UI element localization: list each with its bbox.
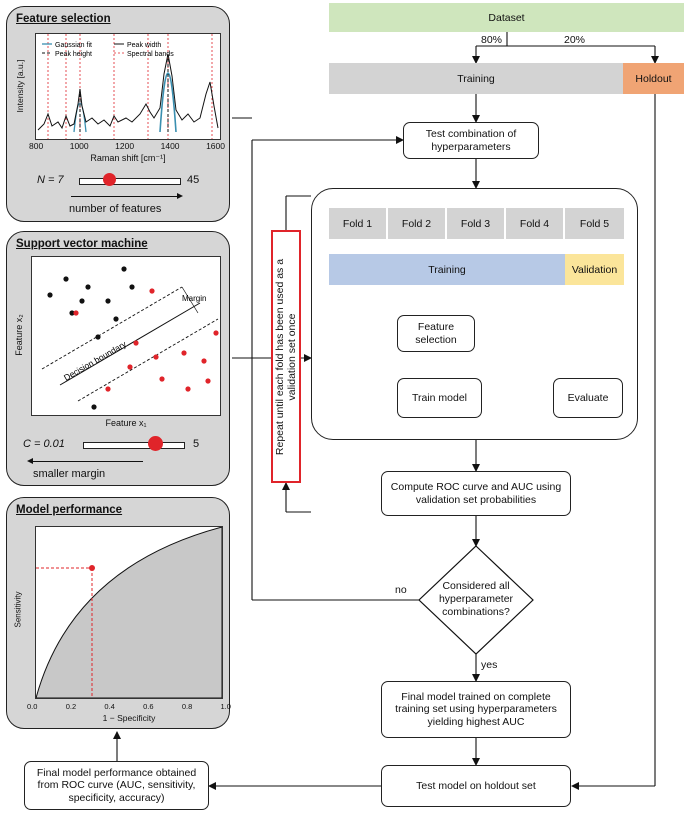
n-slider-track[interactable] — [79, 178, 181, 185]
svm-xlabel: Feature x₁ — [105, 418, 147, 428]
spectrum-plot: Gaussian fit Peak height Peak width Spec… — [35, 33, 221, 140]
svm-chart: Margin Decision boundary — [41, 266, 219, 410]
xtick: 0.2 — [65, 702, 77, 711]
roc-xlabel: 1 − Specificity — [102, 713, 156, 723]
feature-selection-panel: Feature selection Gaussian fit Peak heig… — [6, 6, 230, 222]
test-combination-box: Test combination of hyperparameters — [403, 122, 539, 159]
fold-3: Fold 3 — [447, 208, 505, 239]
n-slider-caption: number of features — [69, 203, 162, 215]
n-slider-arrow — [71, 196, 181, 197]
xtick: 1600 — [206, 141, 225, 151]
cv-validation-bar: Validation — [565, 254, 624, 285]
xtick: 1.0 — [220, 702, 231, 711]
fold-4: Fold 4 — [506, 208, 564, 239]
spectrum-xticks: 800 1000 1200 1400 1600 — [29, 141, 225, 151]
final-model-box: Final model trained on complete training… — [381, 681, 571, 738]
xtick: 800 — [29, 141, 44, 151]
c-slider-max: 5 — [193, 438, 200, 450]
xtick: 1200 — [115, 141, 135, 151]
holdout-bar: Holdout — [623, 63, 684, 94]
feature-selection-title: Feature selection — [16, 13, 111, 25]
xtick: 0.8 — [181, 702, 193, 711]
operating-point — [89, 565, 95, 571]
evaluate-box: Evaluate — [553, 378, 623, 418]
arrow-head-icon — [27, 458, 33, 464]
margin-label: Margin — [182, 294, 206, 303]
repeat-note-box: Repeat until each fold has been used as … — [271, 230, 301, 483]
fold-1: Fold 1 — [329, 208, 387, 239]
c-slider-label: C = 0.01 — [23, 438, 65, 450]
xtick: 0.6 — [143, 702, 154, 711]
c-slider-knob[interactable] — [147, 436, 163, 451]
final-performance-box: Final model performance obtained from RO… — [24, 761, 209, 810]
dataset-bar: Dataset — [329, 3, 684, 32]
roc-plot — [35, 526, 223, 699]
compute-roc-box: Compute ROC curve and AUC using validati… — [381, 471, 571, 516]
test-holdout-box: Test model on holdout set — [381, 765, 571, 807]
train-model-box: Train model — [397, 378, 482, 418]
n-slider-max: 45 — [187, 174, 200, 186]
cv-training-bar: Training — [329, 254, 565, 285]
n-slider-label: N = 7 — [37, 174, 64, 186]
feature-selection-box: Feature selection — [397, 315, 475, 352]
legend-gaussian: Gaussian fit — [55, 42, 92, 49]
decision-no-label: no — [395, 584, 407, 596]
decision-diamond — [418, 545, 534, 655]
c-slider-caption: smaller margin — [33, 468, 106, 480]
roc-chart — [35, 526, 223, 699]
xtick: 0.0 — [27, 702, 38, 711]
xtick: 0.4 — [104, 702, 115, 711]
training-bar: Training — [329, 63, 623, 94]
decision-text: Considered all hyperparameter combinatio… — [438, 580, 514, 618]
legend-spectral-bands: Spectral bands — [127, 51, 174, 58]
decision-yes-label: yes — [481, 659, 498, 671]
legend-peak-width: Peak width — [127, 42, 161, 49]
roc-xticks: 0.0 0.2 0.4 0.6 0.8 1.0 — [27, 702, 231, 711]
split-holdout-label: 20% — [564, 34, 586, 46]
spectrum-xlabel: Raman shift [cm⁻¹] — [90, 153, 166, 163]
svm-plot: Margin Decision boundary — [31, 256, 221, 416]
svm-title: Support vector machine — [16, 238, 148, 250]
repeat-note-text: Repeat until each fold has been used as … — [274, 258, 298, 455]
spectrum-chart: Gaussian fit Peak height Peak width Spec… — [37, 34, 219, 139]
model-performance-panel: Model performance Sensitivity 0.0 0.2 0.… — [6, 497, 231, 729]
svm-panel: Support vector machine Margin Decision b… — [6, 231, 230, 486]
n-slider-knob[interactable] — [102, 173, 116, 186]
fold-2: Fold 2 — [388, 208, 446, 239]
legend-peak-height: Peak height — [55, 51, 92, 58]
c-slider-track[interactable] — [83, 442, 185, 449]
xtick: 1400 — [160, 141, 180, 151]
c-slider-arrow — [33, 461, 143, 462]
xtick: 1000 — [69, 141, 89, 151]
split-train-label: 80% — [481, 34, 503, 46]
arrow-head-icon — [177, 193, 183, 199]
model-performance-title: Model performance — [16, 504, 123, 516]
fold-5: Fold 5 — [565, 208, 624, 239]
